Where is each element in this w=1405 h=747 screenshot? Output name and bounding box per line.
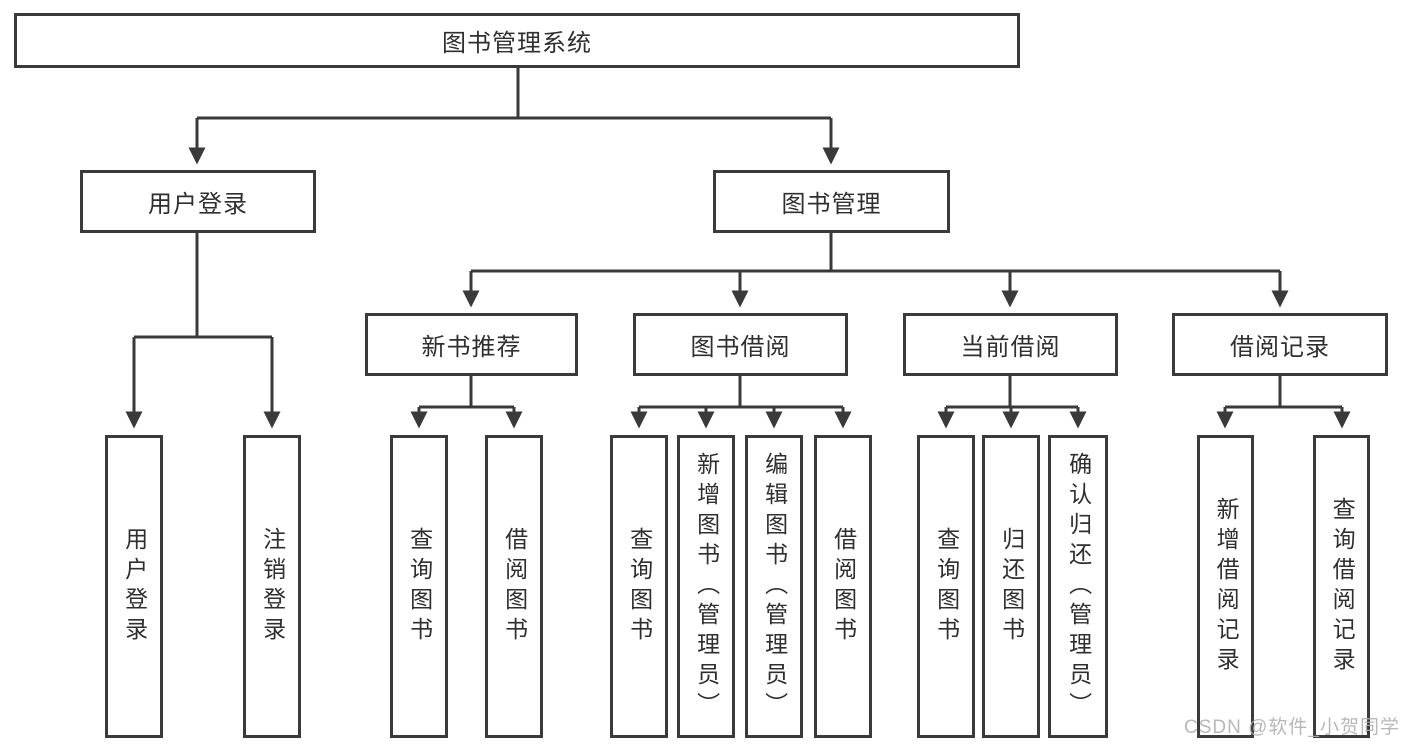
leaf-label: 编辑图书（管理员） — [761, 451, 788, 722]
leaf-query-books-1: 查询图书 — [390, 435, 448, 738]
leaf-borrow-books-2: 借阅图书 — [814, 435, 872, 738]
node-book-borrow: 图书借阅 — [633, 313, 848, 376]
node-root-library-system: 图书管理系统 — [14, 13, 1020, 68]
node-label: 图书借阅 — [690, 334, 791, 361]
leaf-add-borrow-record: 新增借阅记录 — [1197, 435, 1254, 738]
leaf-query-borrow-record: 查询借阅记录 — [1313, 435, 1370, 738]
node-new-book-recommend: 新书推荐 — [365, 313, 578, 376]
node-label: 借阅记录 — [1230, 334, 1330, 361]
leaf-label: 查询图书 — [933, 526, 960, 647]
node-user-login: 用户登录 — [80, 170, 316, 233]
leaf-label: 用户登录 — [121, 526, 148, 647]
leaf-label: 新增图书（管理员） — [693, 451, 720, 722]
node-current-borrow: 当前借阅 — [903, 313, 1118, 376]
leaf-label: 确认归还（管理员） — [1065, 451, 1092, 722]
node-borrow-records: 借阅记录 — [1172, 313, 1388, 376]
leaf-label: 新增借阅记录 — [1213, 496, 1240, 677]
leaf-return-books: 归还图书 — [982, 435, 1040, 738]
node-label: 图书管理系统 — [442, 30, 592, 57]
node-label: 新书推荐 — [421, 334, 522, 361]
node-label: 图书管理 — [781, 191, 882, 218]
leaf-query-books-2: 查询图书 — [610, 435, 668, 738]
leaf-query-books-3: 查询图书 — [917, 435, 975, 738]
leaf-label: 查询图书 — [626, 526, 653, 647]
leaf-confirm-return-admin: 确认归还（管理员） — [1048, 435, 1108, 738]
leaf-label: 归还图书 — [998, 526, 1025, 647]
leaf-borrow-books-1: 借阅图书 — [485, 435, 543, 738]
leaf-user-login: 用户登录 — [105, 435, 163, 738]
leaf-label: 查询借阅记录 — [1329, 496, 1356, 677]
leaf-add-books-admin: 新增图书（管理员） — [677, 435, 735, 738]
leaf-edit-books-admin: 编辑图书（管理员） — [745, 435, 803, 738]
node-label: 用户登录 — [148, 191, 248, 218]
leaf-label: 注销登录 — [259, 526, 286, 647]
leaf-logout: 注销登录 — [243, 435, 301, 738]
csdn-watermark: CSDN @软件_小贺同学 — [1184, 717, 1400, 738]
leaf-label: 借阅图书 — [830, 526, 857, 647]
leaf-label: 查询图书 — [406, 526, 433, 647]
leaf-label: 借阅图书 — [501, 526, 528, 647]
node-label: 当前借阅 — [960, 334, 1061, 361]
node-book-management: 图书管理 — [713, 170, 950, 233]
